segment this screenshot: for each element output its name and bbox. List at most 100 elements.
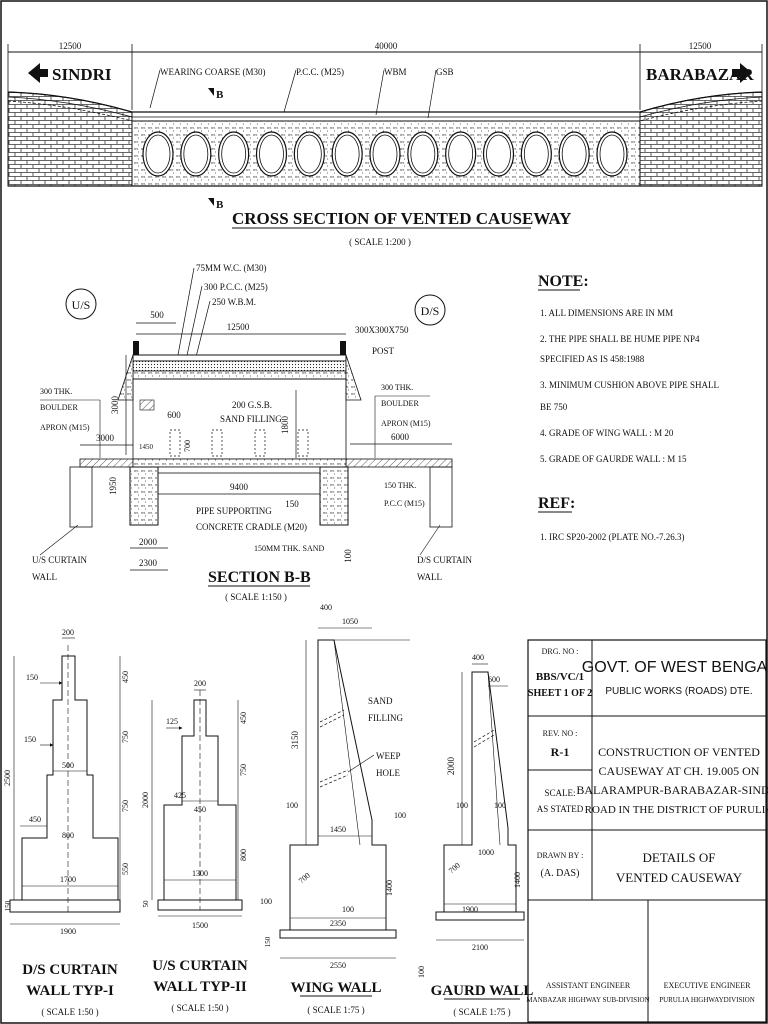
svg-text:1950: 1950 — [108, 477, 118, 496]
svg-text:600: 600 — [488, 675, 500, 684]
svg-text:P.C.C (M15): P.C.C (M15) — [384, 499, 425, 508]
svg-text:1300: 1300 — [192, 869, 208, 878]
ref-title: REF: — [538, 495, 575, 512]
svg-text:100: 100 — [394, 811, 406, 820]
svg-text:2100: 2100 — [472, 943, 488, 952]
svg-text:150: 150 — [285, 499, 299, 509]
hume-pipe — [407, 131, 439, 177]
section-bb-scale: ( SCALE 1:150 ) — [225, 592, 287, 602]
svg-text:600: 600 — [167, 410, 181, 420]
svg-text:3000: 3000 — [96, 433, 115, 443]
right-town: BARABAZAR — [646, 65, 754, 84]
revision-number: R-1 — [551, 745, 570, 759]
svg-text:150: 150 — [24, 735, 36, 744]
svg-text:2550: 2550 — [330, 961, 346, 970]
svg-text:6000: 6000 — [391, 432, 410, 442]
svg-text:750: 750 — [121, 731, 130, 743]
svg-text:100: 100 — [286, 801, 298, 810]
svg-text:400: 400 — [472, 653, 484, 662]
svg-text:425: 425 — [174, 791, 186, 800]
us-curtain-label: U/S CURTAIN — [32, 555, 87, 565]
svg-text:BOULDER: BOULDER — [40, 403, 78, 412]
svg-text:3150: 3150 — [290, 731, 300, 750]
svg-text:CONCRETE CRADLE (M20): CONCRETE CRADLE (M20) — [196, 522, 307, 532]
svg-text:450: 450 — [194, 805, 206, 814]
svg-text:B: B — [216, 89, 224, 101]
ds-curtain-wall-detail: 200 150 150 500 450 800 1700 1900 2500 1… — [3, 628, 130, 1017]
cross-section-view: 12500 40000 12500 SINDRI BARABAZAR WEARI… — [7, 41, 763, 247]
hume-pipe-bore — [372, 134, 398, 174]
downstream-mark: D/S — [421, 304, 440, 318]
svg-text:SCALE:: SCALE: — [544, 788, 575, 798]
svg-text:2500: 2500 — [3, 770, 12, 786]
svg-text:500: 500 — [150, 310, 164, 320]
svg-text:WALL TYP-I: WALL TYP-I — [26, 983, 114, 999]
svg-text:WALL: WALL — [32, 572, 57, 582]
gsb-label: 200 G.S.B. — [232, 400, 272, 410]
hume-pipe-bore — [523, 134, 549, 174]
hume-pipe-bore — [145, 134, 171, 174]
title-block: DRG. NO : BBS/VC/1 SHEET 1 OF 2 GOVT. OF… — [526, 639, 768, 1023]
hume-pipe — [142, 131, 174, 177]
svg-text:3000: 3000 — [110, 396, 120, 415]
svg-text:SAND: SAND — [368, 696, 393, 706]
svg-text:700: 700 — [183, 440, 192, 452]
svg-text:500: 500 — [62, 761, 74, 770]
svg-text:1900: 1900 — [462, 905, 478, 914]
svg-text:PUBLIC WORKS (ROADS) DTE.: PUBLIC WORKS (ROADS) DTE. — [605, 686, 752, 697]
svg-text:ASSISTANT ENGINEER: ASSISTANT ENGINEER — [546, 981, 631, 990]
dim-right: 12500 — [689, 41, 712, 51]
project-description: CONSTRUCTION OF VENTED — [598, 745, 760, 759]
hume-pipe-bore — [183, 134, 209, 174]
layer-pcc: 300 P.C.C. (M25) — [204, 282, 268, 292]
svg-text:2000: 2000 — [141, 792, 150, 808]
hume-pipe — [445, 131, 477, 177]
left-arrow-icon — [28, 63, 48, 83]
svg-text:450: 450 — [29, 815, 41, 824]
hume-pipe — [293, 131, 325, 177]
note-item: 5. GRADE OF GAURDE WALL : M 15 — [540, 454, 687, 464]
svg-text:WALL TYP-II: WALL TYP-II — [153, 979, 247, 995]
pipe-row — [142, 131, 628, 177]
layer-wbm: 250 W.B.M. — [212, 297, 256, 307]
wing-wall-detail: 400 1050 SAND FILLING WEEP HOLE 3150 100… — [260, 603, 410, 1015]
svg-text:200: 200 — [62, 628, 74, 637]
svg-text:ROAD IN THE DISTRICT OF PURULI: ROAD IN THE DISTRICT OF PURULIA — [585, 804, 768, 816]
svg-text:( SCALE 1:50 ): ( SCALE 1:50 ) — [41, 1007, 98, 1017]
svg-text:700: 700 — [297, 871, 312, 886]
svg-text:WEEP: WEEP — [376, 751, 401, 761]
hume-pipe-bore — [599, 134, 625, 174]
svg-text:125: 125 — [166, 717, 178, 726]
drawn-by: (A. DAS) — [541, 868, 580, 879]
cradle-label: PIPE SUPPORTING — [196, 506, 272, 516]
notes-block: NOTE: 1. ALL DIMENSIONS ARE IN MM 2. THE… — [538, 273, 719, 542]
svg-text:150: 150 — [4, 900, 12, 911]
svg-text:100: 100 — [343, 549, 353, 563]
svg-text:BALARAMPUR-BARABAZAR-SINDRI: BALARAMPUR-BARABAZAR-SINDRI — [576, 783, 768, 797]
hume-pipe — [520, 131, 552, 177]
svg-text:MANBAZAR HIGHWAY SUB-DIVISION: MANBAZAR HIGHWAY SUB-DIVISION — [526, 996, 649, 1004]
guard-wall-title: GAURD WALL — [431, 983, 534, 999]
svg-text:12500: 12500 — [227, 322, 250, 332]
note-item: 2. THE PIPE SHALL BE HUME PIPE NP4 — [540, 334, 700, 344]
svg-text:700: 700 — [447, 861, 462, 876]
svg-text:100: 100 — [260, 897, 272, 906]
cross-section-title: CROSS SECTION OF VENTED CAUSEWAY — [232, 209, 571, 228]
govt-name: GOVT. OF WEST BENGAL — [582, 659, 768, 676]
upstream-mark: U/S — [72, 298, 91, 312]
svg-text:AS STATED: AS STATED — [537, 804, 584, 814]
svg-text:( SCALE 1:50 ): ( SCALE 1:50 ) — [171, 1003, 228, 1013]
svg-text:SHEET 1 OF 2: SHEET 1 OF 2 — [528, 688, 592, 699]
svg-text:50: 50 — [142, 900, 150, 908]
svg-text:9400: 9400 — [230, 482, 249, 492]
ref-item: 1. IRC SP20-2002 (PLATE NO.-7.26.3) — [540, 532, 685, 542]
sand-label: SAND FILLING — [220, 414, 282, 424]
svg-text:1050: 1050 — [342, 617, 358, 626]
hume-pipe — [180, 131, 212, 177]
hume-pipe-bore — [486, 134, 511, 174]
svg-text:300 THK.: 300 THK. — [381, 383, 413, 392]
hume-pipe — [482, 131, 515, 177]
drawing-title: DETAILS OF — [643, 850, 716, 865]
hume-pipe-bore — [410, 134, 436, 174]
post-label: 300X300X750 — [355, 325, 409, 335]
